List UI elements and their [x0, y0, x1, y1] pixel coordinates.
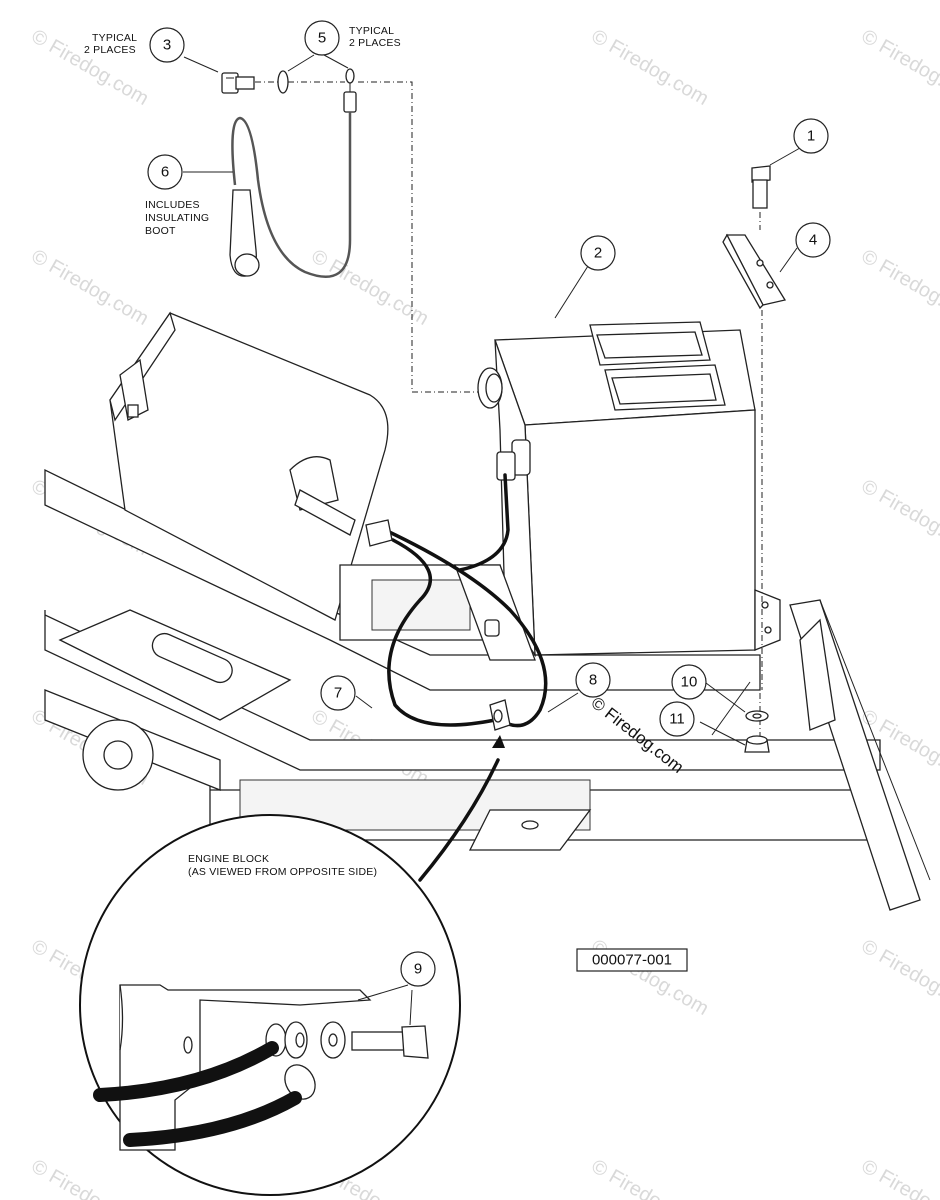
callout-2: 2	[580, 235, 616, 271]
nut-11	[744, 735, 770, 753]
note-boot-line3: BOOT	[145, 225, 176, 237]
figure-id-text: 000077-001	[592, 952, 672, 969]
cable-7	[387, 538, 497, 727]
detail-cable-upper	[93, 1041, 279, 1102]
callout-1: 1	[793, 118, 829, 154]
watermark-text: © Firedog.com	[28, 1155, 153, 1200]
note-boot-line1: INCLUDES	[145, 199, 200, 211]
battery-post-side	[496, 439, 531, 481]
washer-10	[745, 710, 769, 722]
detail-cable-lower	[123, 1091, 302, 1147]
clamp-4	[722, 233, 787, 310]
callout-5: 5	[304, 20, 340, 56]
ring-terminal	[343, 68, 357, 113]
battery-2	[454, 321, 781, 661]
callout-7: 7	[320, 675, 356, 711]
detail-label-line1: ENGINE BLOCK	[188, 853, 269, 865]
callout-7-number: 7	[334, 685, 342, 702]
detail-pointer-line	[418, 758, 500, 882]
callout-4-number: 4	[809, 232, 817, 249]
watermark-text: © Firedog.com	[588, 25, 713, 110]
watermark-text: © Firedog.com	[28, 245, 153, 330]
callout-10: 10	[671, 664, 707, 700]
battery-post-top	[477, 367, 503, 409]
bolt-1	[751, 165, 771, 209]
exploded-cable-hardware	[221, 68, 478, 393]
callout-6-number: 6	[161, 164, 169, 181]
callout-9: 9	[400, 951, 436, 987]
note-typical-5-line1: TYPICAL	[349, 25, 394, 37]
figure-id: 000077-001	[576, 948, 688, 972]
watermark-text: © Firedog.com	[588, 935, 713, 1020]
cable-6	[231, 112, 352, 278]
callout-3: 3	[149, 27, 185, 63]
frame-assembly	[44, 468, 931, 911]
engine-block-detail: ENGINE BLOCK (AS VIEWED FROM OPPOSITE SI…	[79, 814, 461, 1196]
callout-8-number: 8	[589, 672, 597, 689]
detail-pointer-arrow	[492, 735, 505, 748]
watermark-text: © Firedog.com	[858, 245, 940, 330]
watermark-text: © Firedog.com	[858, 935, 940, 1020]
callout-3-number: 3	[163, 37, 171, 54]
callout-11: 11	[659, 701, 695, 737]
engine-housing	[109, 311, 501, 641]
watermark-text: © Firedog.com	[588, 1155, 713, 1200]
leader-lines	[183, 54, 801, 746]
watermark-text: © Firedog.com	[858, 1155, 940, 1200]
note-boot-line2: INSULATING	[145, 212, 209, 224]
ground-cables	[365, 473, 548, 731]
callout-8: 8	[575, 662, 611, 698]
watermark-text: © Firedog.com	[858, 475, 940, 560]
note-typical-3-line1: TYPICAL	[92, 32, 137, 44]
callout-9-number: 9	[414, 961, 422, 978]
callout-5-number: 5	[318, 30, 326, 47]
callout-1-number: 1	[807, 128, 815, 145]
callout-6: 6	[147, 154, 183, 190]
cable-8	[458, 473, 510, 572]
note-typical-3-line2: 2 PLACES	[84, 44, 136, 56]
callout-11-number: 11	[669, 711, 685, 728]
detail-label-line2: (AS VIEWED FROM OPPOSITE SIDE)	[188, 866, 377, 878]
insulating-boot	[229, 189, 260, 277]
washer-5	[277, 70, 289, 94]
cable-7-segment	[383, 528, 548, 728]
callout-4: 4	[795, 222, 831, 258]
bolt-3	[221, 72, 255, 94]
watermark-text: © Firedog.com	[858, 25, 940, 110]
note-typical-5-line2: 2 PLACES	[349, 37, 401, 49]
callout-2-number: 2	[594, 245, 602, 262]
callout-10-number: 10	[681, 674, 698, 691]
watermark-text: © Firedog.com	[308, 245, 433, 330]
